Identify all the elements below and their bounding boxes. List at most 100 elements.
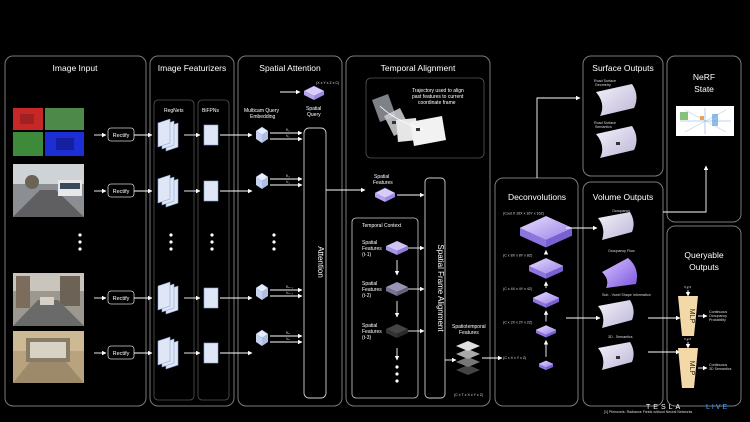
bifpns-label: BiFPNs bbox=[202, 108, 219, 114]
spatial-query-label-line1: Spatial bbox=[306, 106, 321, 112]
citation: [1] Plenoxels: Radiance Fields without N… bbox=[604, 410, 692, 414]
spatial-features-cube bbox=[374, 187, 396, 202]
nerf-state-title-line2: State bbox=[694, 84, 714, 94]
temporal-context-label: Temporal Context bbox=[362, 223, 402, 229]
spatiotemporal-dims: (C x T x X x Y x Z) bbox=[454, 393, 483, 397]
camera-image-n bbox=[13, 331, 84, 383]
temporal-alignment-title: Temporal Alignment bbox=[381, 63, 456, 73]
deconv-dims-label: (Cout X 16X x 16Y x 16Z) bbox=[503, 211, 544, 215]
brand-logo: TESLA bbox=[646, 404, 683, 411]
context-feature-cube bbox=[386, 324, 408, 338]
rectify-button-2[interactable]: Rectify bbox=[107, 183, 135, 198]
rectify-button-3[interactable]: Rectify bbox=[107, 290, 135, 305]
context-feature-cube bbox=[386, 241, 408, 255]
attention-label: Attention bbox=[316, 246, 325, 278]
key-label: K₁ bbox=[286, 128, 290, 132]
spatiotemporal-features-stack bbox=[456, 341, 480, 375]
regnets-column bbox=[153, 99, 195, 401]
trajectory-note-line2: past features to current bbox=[412, 94, 464, 100]
rectify-button-1[interactable]: Rectify bbox=[107, 127, 135, 142]
spatial-features-label-line1: Spatial bbox=[374, 174, 389, 180]
spatial-query-dims: (X x Y x Z x C) bbox=[316, 81, 339, 85]
ellipsis-dot bbox=[210, 247, 214, 251]
bifpn-block bbox=[203, 180, 219, 202]
context-item-label: Features bbox=[362, 329, 382, 335]
deconv-voxel-level bbox=[532, 291, 560, 308]
result-2-line2: 3D Semantics bbox=[709, 367, 732, 371]
query-embedding-cube bbox=[255, 283, 269, 300]
bifpn-block bbox=[203, 287, 219, 309]
spatiotemporal-label-line2: Features bbox=[459, 330, 479, 336]
surface-item-2-line2: Semantics bbox=[595, 125, 612, 129]
temporal-context-box bbox=[351, 217, 419, 399]
ellipsis-dot bbox=[169, 247, 173, 251]
ellipsis-dot bbox=[78, 247, 82, 251]
bifpns-column bbox=[197, 99, 230, 401]
sub-voxel-shape-mesh bbox=[598, 300, 634, 328]
context-item-label: (t-3) bbox=[362, 335, 372, 341]
surface-item-1-line2: Geometry bbox=[595, 83, 611, 87]
regnet-feature-stack bbox=[157, 118, 179, 152]
queryable-outputs-title-line1: Queryable bbox=[684, 250, 723, 260]
ellipsis-dot bbox=[272, 247, 276, 251]
image-input-title: Image Input bbox=[53, 63, 99, 73]
volume-item-2: Occupancy Flow bbox=[608, 249, 635, 253]
deconv-voxel-level bbox=[538, 360, 554, 371]
image-input-panel bbox=[4, 55, 147, 407]
queryable-outputs-title-line2: Outputs bbox=[689, 262, 719, 272]
result-1-line1: Continuous bbox=[709, 310, 727, 314]
context-feature-cube bbox=[386, 282, 408, 296]
value-label: V₁ bbox=[286, 134, 290, 138]
arrow bbox=[536, 95, 581, 178]
spatial-query-label-line2: Query bbox=[307, 112, 321, 118]
deconv-dims-label: (C x 2X x 2Y x 2Z) bbox=[503, 321, 532, 325]
deconv-dims-label: (C x 8X x 8Y x 8Z) bbox=[503, 253, 532, 257]
ellipsis-dot bbox=[78, 240, 82, 244]
value-label: Vₙ₋₁ bbox=[286, 291, 294, 295]
arrow bbox=[663, 165, 709, 213]
deconv-voxel-level bbox=[519, 216, 573, 248]
regnets-label: RegNets bbox=[164, 108, 184, 114]
attention-block bbox=[303, 127, 327, 399]
mlp-input-label-2: x,y,z bbox=[684, 337, 691, 341]
context-item-label: Spatial bbox=[362, 281, 377, 287]
nerf-state-panel bbox=[666, 55, 742, 223]
ellipsis-dot bbox=[210, 233, 214, 237]
deconv-voxel-level bbox=[535, 325, 557, 338]
camera-image-1 bbox=[13, 108, 84, 156]
context-item-label: Features bbox=[362, 287, 382, 293]
image-featurizers-panel bbox=[149, 55, 235, 407]
bifpn-block bbox=[203, 342, 219, 364]
trajectory-note-line3: coordinate frame bbox=[418, 100, 456, 106]
result-1-line2: Occupancy bbox=[709, 314, 727, 318]
key-label: Kₙ bbox=[286, 331, 290, 335]
context-item-label: Features bbox=[362, 246, 382, 252]
context-item-label: Spatial bbox=[362, 240, 377, 246]
volume-outputs-title: Volume Outputs bbox=[593, 192, 653, 202]
camera-image-n-minus-1 bbox=[13, 273, 84, 326]
mlp-label-1: MLP bbox=[688, 309, 695, 324]
ellipsis-dot bbox=[169, 240, 173, 244]
occupancy-mesh bbox=[598, 212, 634, 240]
spatiotemporal-label-line1: Spatiotemporal bbox=[452, 324, 486, 330]
query-embedding-cube bbox=[255, 172, 269, 189]
result-2-line1: Continuous bbox=[709, 363, 727, 367]
deconvolutions-title: Deconvolutions bbox=[508, 192, 566, 202]
value-label: V₂ bbox=[286, 180, 290, 184]
volume-item-4: 3D - Semantics bbox=[608, 335, 633, 339]
ellipsis-dot bbox=[395, 372, 399, 376]
surface-outputs-title: Surface Outputs bbox=[592, 63, 653, 73]
spatial-query-cube bbox=[303, 85, 325, 100]
volume-item-1: Occupancy bbox=[612, 209, 630, 213]
nerf-state-title-line1: NeRF bbox=[693, 72, 715, 82]
nerf-state-illustration bbox=[676, 106, 734, 136]
key-label: Kₙ₋₁ bbox=[286, 285, 294, 289]
mlp-block-1 bbox=[678, 296, 698, 336]
ellipsis-dot bbox=[78, 233, 82, 237]
rectify-button-4[interactable]: Rectify bbox=[107, 345, 135, 360]
ellipsis-dot bbox=[272, 240, 276, 244]
temporal-alignment-panel bbox=[345, 55, 491, 407]
trajectory-box bbox=[365, 77, 485, 159]
deconvolutions-panel bbox=[494, 177, 579, 407]
